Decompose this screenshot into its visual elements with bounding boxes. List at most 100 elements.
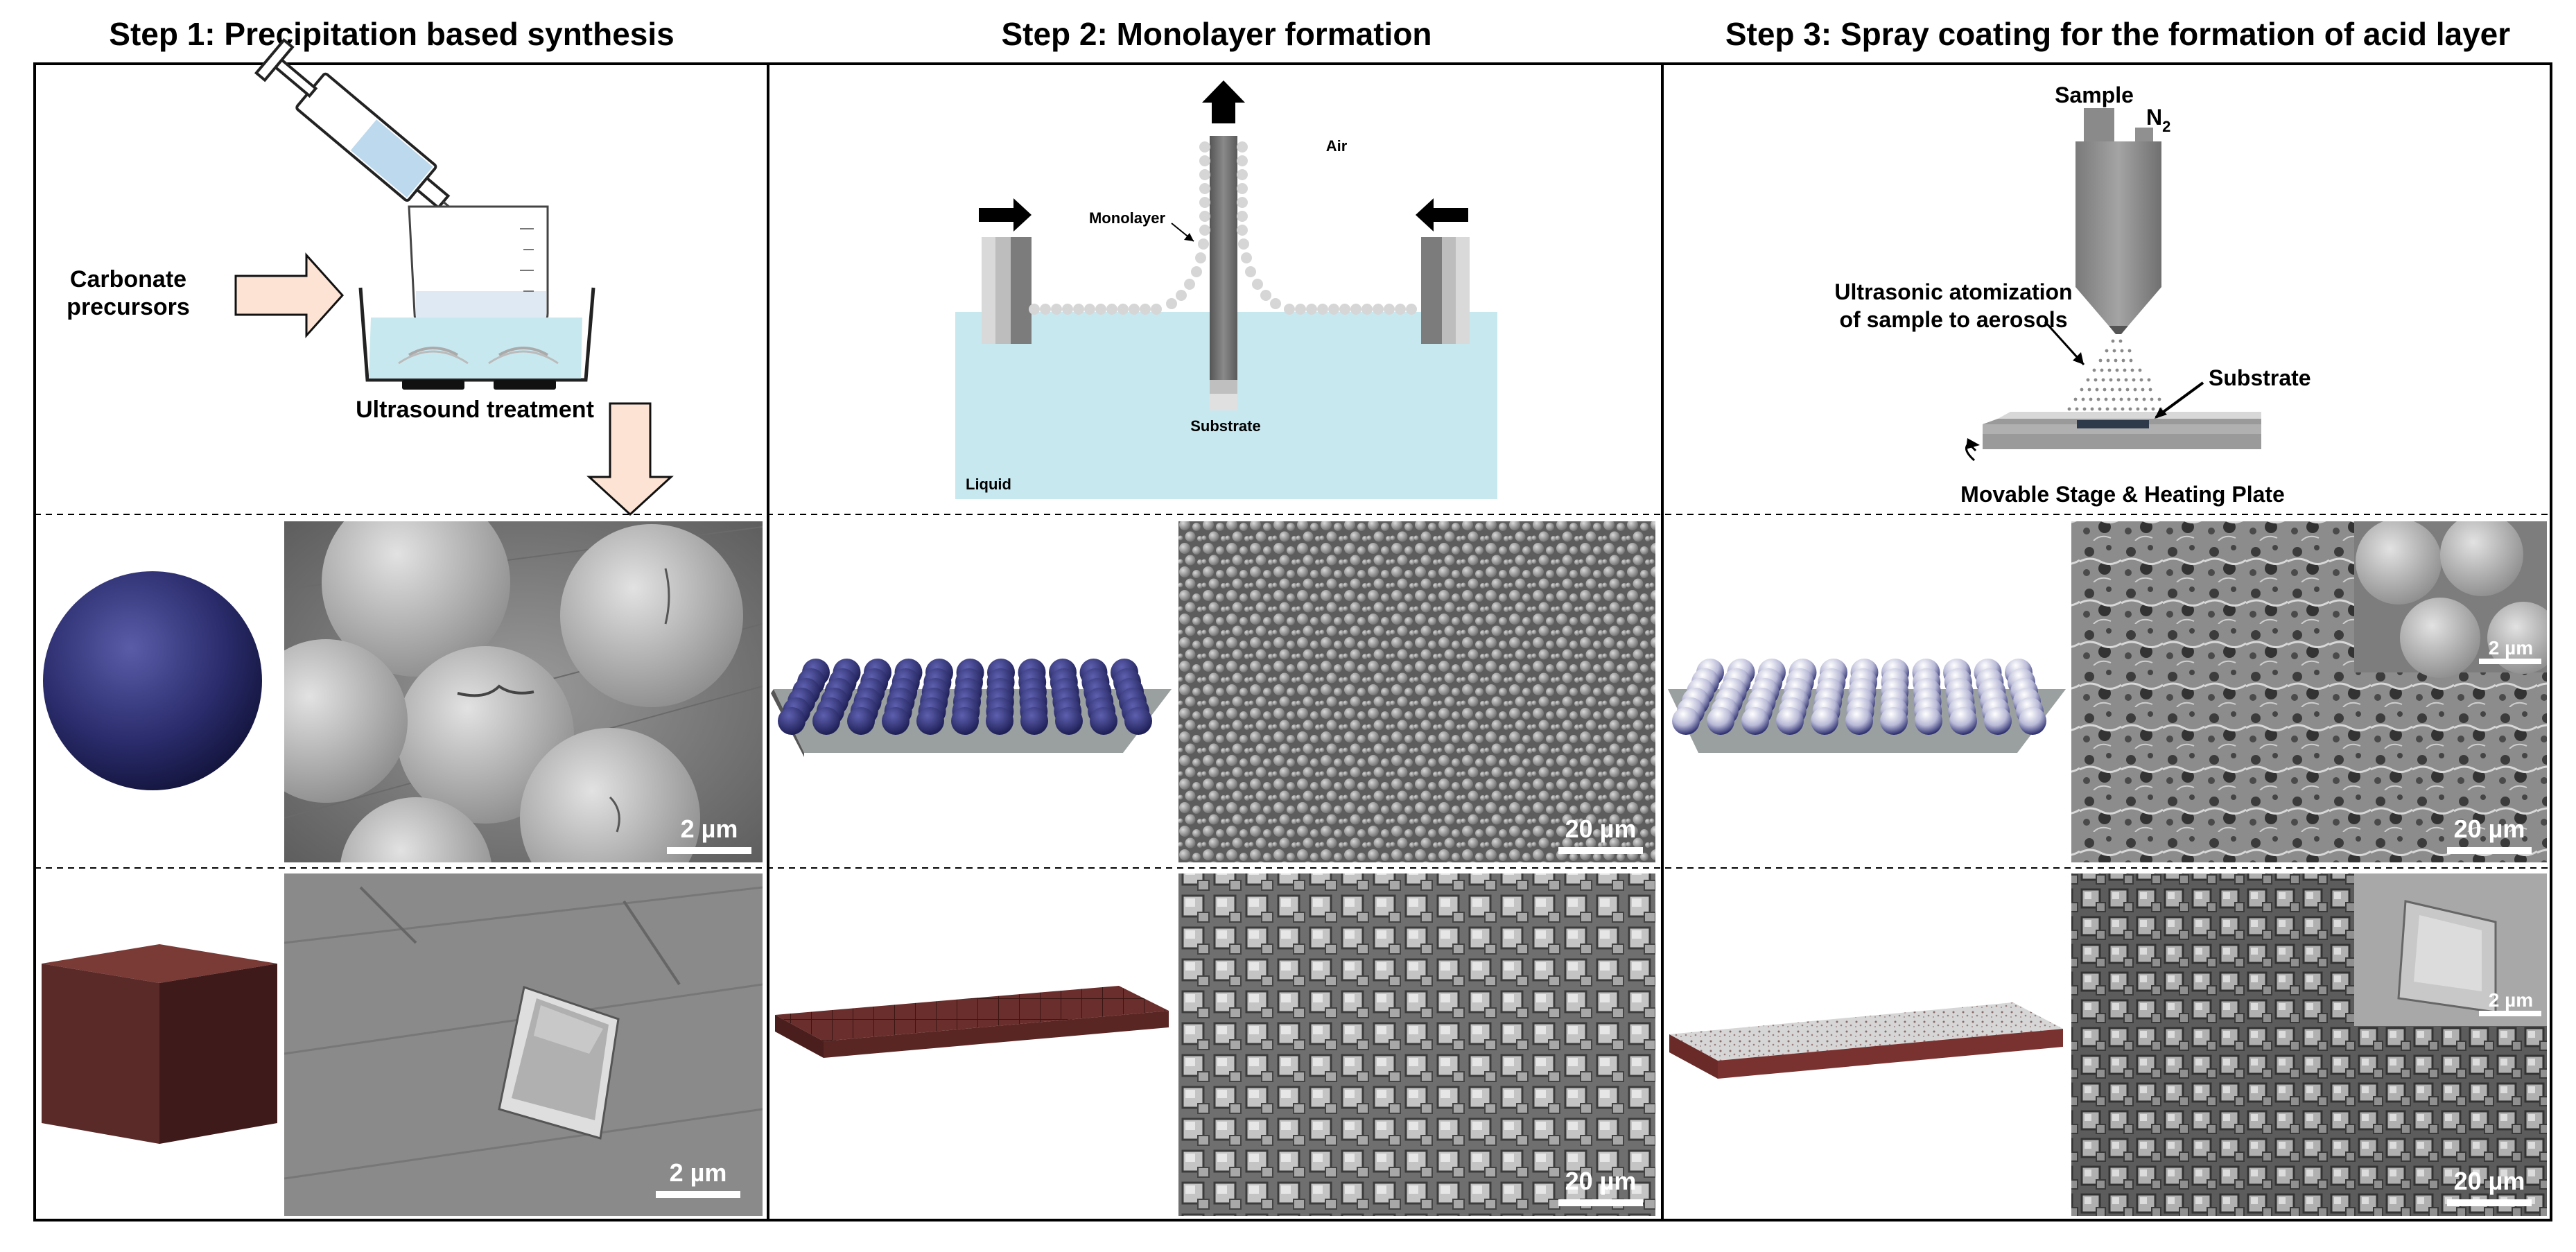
scale-bar-sphere-coated: 20 µm (2447, 815, 2532, 854)
coated-sphere (1949, 707, 1977, 735)
monolayer-particle (1084, 304, 1095, 315)
aerosol-droplet (2147, 378, 2151, 382)
coated-sphere (1811, 707, 1838, 735)
scale-bar-label: 20 µm (2454, 815, 2525, 843)
sem-cube-monolayer: 20 µm (1178, 873, 1655, 1216)
sem-cube-coated: 2 µm 20 µm (2071, 873, 2547, 1216)
aerosol-droplet (2106, 358, 2110, 363)
aerosol-droplet (2107, 368, 2112, 372)
beaker-icon (408, 205, 549, 327)
monolayer-particle (1051, 304, 1062, 315)
panel-frame (33, 62, 2552, 1221)
coated-sphere (1776, 707, 1804, 735)
monolayer-particle (1191, 266, 1202, 277)
aerosol-droplet (2073, 397, 2078, 401)
monolayer-particle (1317, 304, 1328, 315)
aerosol-droplet (2157, 397, 2161, 401)
scale-bar-sphere-single: 2 µm (667, 815, 751, 854)
monolayer-particle (1306, 304, 1317, 315)
aerosol-droplet (2075, 407, 2079, 411)
aerosol-droplet (2110, 388, 2114, 392)
sem-sphere-single: 2 µm (284, 521, 763, 862)
monolayer-particle (1328, 304, 1339, 315)
monolayer-sphere (1055, 707, 1083, 735)
aerosol-droplet (2127, 349, 2132, 353)
sem-sphere-coated: 2 µm 20 µm (2071, 521, 2547, 862)
substrate-rod (1210, 136, 1237, 410)
monolayer-particle (1029, 304, 1040, 315)
sem-sphere-coated-inset: 2 µm (2354, 521, 2547, 678)
stage-label: Movable Stage & Heating Plate (1960, 482, 2285, 507)
coated-sphere (1672, 707, 1700, 735)
sem-cube-coated-inset: 2 µm (2354, 873, 2547, 1026)
monolayer-sphere (951, 707, 979, 735)
monolayer-particle (1237, 211, 1248, 222)
monolayer-particle (1040, 304, 1051, 315)
monolayer-particle (1176, 290, 1187, 301)
monolayer-sphere (882, 707, 910, 735)
monolayer-particle (1373, 304, 1384, 315)
monolayer-particle (1184, 279, 1195, 290)
monolayer-particle (1117, 304, 1129, 315)
substrate-label-step2: Substrate (1190, 417, 1260, 435)
aerosol-droplet (2139, 378, 2143, 382)
monolayer-particle (1151, 304, 1162, 315)
monolayer-sphere (986, 707, 1013, 735)
aerosol-droplet (2081, 397, 2085, 401)
aerosol-droplet (2112, 397, 2116, 401)
heating-stage-icon (1965, 412, 2261, 462)
scale-bar-cube-single: 2 µm (656, 1158, 740, 1198)
monolayer-particle (1140, 304, 1151, 315)
scale-bar-label: 20 µm (1565, 1167, 1637, 1195)
monolayer-particle (1260, 290, 1271, 301)
aerosol-droplet (2132, 378, 2136, 382)
monolayer-sphere (1020, 707, 1048, 735)
monolayer-sphere (778, 707, 806, 735)
aerosol-droplet (2080, 388, 2084, 392)
aerosol-droplets (2067, 339, 2163, 411)
aerosol-droplet (2150, 397, 2154, 401)
cube-coated-monolayer-model (1669, 1002, 2063, 1079)
coated-sphere (1741, 707, 1769, 735)
aerosol-droplet (2089, 397, 2093, 401)
monolayer-particle (1295, 304, 1306, 315)
left-barrier (982, 237, 1032, 344)
coated-sphere (1880, 707, 1908, 735)
aerosol-droplet (2129, 358, 2133, 363)
monolayer-particle (1384, 304, 1395, 315)
monolayer-particle (1406, 304, 1417, 315)
step3-title: Step 3: Spray coating for the formation … (1725, 16, 2511, 52)
monolayer-particle (1199, 225, 1210, 236)
cube-model (42, 944, 277, 1144)
monolayer-particle (1237, 197, 1248, 208)
coated-sphere (1984, 707, 2012, 735)
precursor-label-line1: Carbonate (70, 266, 186, 293)
aerosol-droplet (2112, 349, 2116, 353)
aerosol-droplet (2119, 397, 2123, 401)
barrier-left-arrow-icon (1416, 198, 1468, 232)
sphere-model (43, 571, 262, 790)
cube-monolayer-model (775, 986, 1169, 1058)
sphere-monolayer-model (771, 659, 1172, 757)
aerosol-droplet (2067, 407, 2071, 411)
monolayer-particle (1238, 238, 1249, 250)
aerosol-droplet (2123, 368, 2127, 372)
aerosol-droplet (2120, 349, 2124, 353)
monolayer-particle (1237, 141, 1248, 153)
aerosol-droplet (2100, 368, 2104, 372)
aerosol-droplet (2105, 349, 2109, 353)
monolayer-particle (1129, 304, 1140, 315)
aerosol-droplet (2124, 378, 2128, 382)
liquid-label: Liquid (966, 476, 1011, 493)
monolayer-particle (1245, 266, 1256, 277)
monolayer-particle (1106, 304, 1117, 315)
aerosol-droplet (2121, 358, 2125, 363)
scale-bar-label: 2 µm (670, 1158, 727, 1187)
aerosol-droplet (2105, 407, 2109, 411)
aerosol-droplet (2086, 378, 2090, 382)
aerosol-droplet (2133, 388, 2137, 392)
aerosol-droplet (2111, 339, 2115, 343)
monolayer-particles (1029, 141, 1417, 315)
aerosol-droplet (2116, 378, 2121, 382)
right-arrow-icon (234, 252, 345, 338)
